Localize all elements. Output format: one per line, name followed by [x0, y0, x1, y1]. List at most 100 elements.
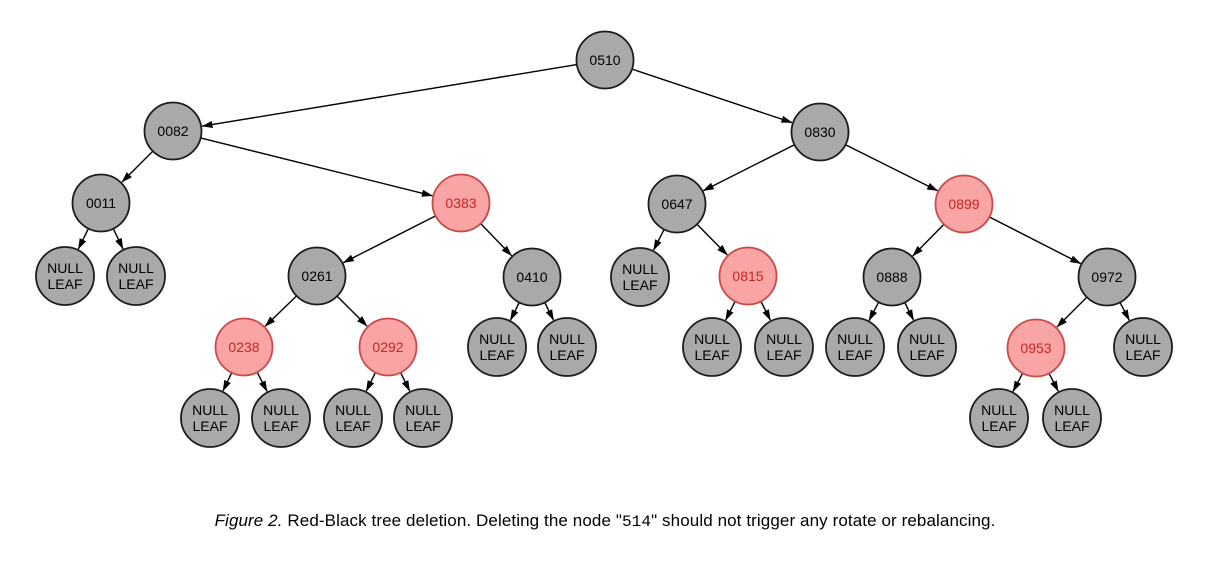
tree-edge-0410-to-null-0410-r [544, 302, 555, 321]
tree-edge-0292-to-null-0292-r [399, 372, 411, 392]
caption-code: 514 [621, 513, 652, 531]
node-label: 0510 [589, 52, 620, 68]
tree-edge-0292-to-null-0292-l [365, 372, 377, 392]
tree-node-0830: 0830 [790, 102, 850, 162]
tree-edge-0383-to-0261 [342, 215, 436, 264]
tree-edge-0410-to-null-0410-l [509, 302, 520, 321]
node-label: 0647 [661, 196, 692, 212]
node-label: 0261 [301, 268, 332, 284]
node-circle [1006, 318, 1066, 378]
tree-node-0383: 0383 [431, 173, 491, 233]
tree-node-0815: 0815 [718, 246, 778, 306]
tree-edge-0888-to-null-0888-r [904, 302, 915, 321]
tree-node-0510: 0510 [575, 30, 635, 90]
tree-node-0647: 0647 [647, 174, 707, 234]
node-label: 0238 [228, 339, 259, 355]
null-leaf-circle [1042, 388, 1102, 448]
tree-edge-0815-to-null-0815-r [760, 301, 772, 321]
tree-edge-0510-to-0830 [631, 68, 793, 124]
figure-caption: Figure 2. Red-Black tree deletion. Delet… [0, 511, 1210, 531]
null-leaf-circle [251, 388, 311, 448]
node-circle [790, 102, 850, 162]
null-leaf-circle [825, 317, 885, 377]
tree-node-0888: 0888 [862, 247, 922, 307]
tree-edge-0647-to-null-0647-l [652, 229, 665, 251]
node-label: 0815 [732, 268, 763, 284]
node-label: 0410 [516, 269, 547, 285]
node-circle [1077, 247, 1137, 307]
node-circle [287, 246, 347, 306]
caption-text-after: " should not trigger any rotate or rebal… [651, 511, 996, 530]
tree-edges [77, 63, 1130, 392]
node-circle [71, 173, 131, 233]
tree-node-0899: 0899 [934, 174, 994, 234]
caption-text-before: Red-Black tree deletion. Deleting the no… [282, 511, 622, 530]
node-circle [143, 101, 203, 161]
node-label: 0830 [804, 124, 835, 140]
tree-edge-0238-to-null-0238-r [256, 371, 268, 392]
tree-node-0011: 0011 [71, 173, 131, 233]
tree-node-0261: 0261 [287, 246, 347, 306]
null-leaf-circle [897, 317, 957, 377]
tree-edge-0647-to-0815 [696, 223, 728, 256]
node-circle [502, 247, 562, 307]
null-leaf-circle [754, 317, 814, 377]
node-circle [862, 247, 922, 307]
tree-node-0082: 0082 [143, 101, 203, 161]
tree-edge-0830-to-0899 [845, 144, 939, 192]
null-leaf-circle [323, 388, 383, 448]
tree-edge-0261-to-0292 [336, 295, 368, 327]
tree-edge-0082-to-0383 [200, 137, 433, 197]
tree-edge-0888-to-null-0888-l [868, 301, 880, 321]
figure-label: Figure 2. [214, 511, 283, 530]
node-circle [431, 173, 491, 233]
node-label: 0011 [86, 195, 116, 211]
null-leaf-circle [106, 246, 166, 306]
null-leaf-circle [467, 317, 527, 377]
node-label: 0899 [948, 196, 979, 212]
node-circle [358, 317, 418, 377]
tree-edge-0972-to-0953 [1056, 296, 1088, 328]
node-circle [934, 174, 994, 234]
tree-node-0238: 0238 [214, 317, 274, 377]
null-leaf-circle [35, 246, 95, 306]
tree-edge-0383-to-0410 [480, 223, 513, 257]
node-label: 0953 [1020, 340, 1051, 356]
tree-edge-0011-to-null-0011-l [77, 228, 90, 250]
null-leaf-circle [180, 388, 240, 448]
node-label: 0292 [372, 339, 403, 355]
node-circle [647, 174, 707, 234]
null-leaf-circle [1113, 317, 1173, 377]
tree-edge-0011-to-null-0011-r [112, 228, 124, 250]
tree-edge-0510-to-0082 [201, 63, 578, 129]
tree-edge-0082-to-0011 [121, 150, 154, 183]
tree-edge-0830-to-0647 [702, 144, 795, 192]
tree-edge-0899-to-0888 [912, 223, 945, 257]
node-label: 0383 [445, 195, 476, 211]
